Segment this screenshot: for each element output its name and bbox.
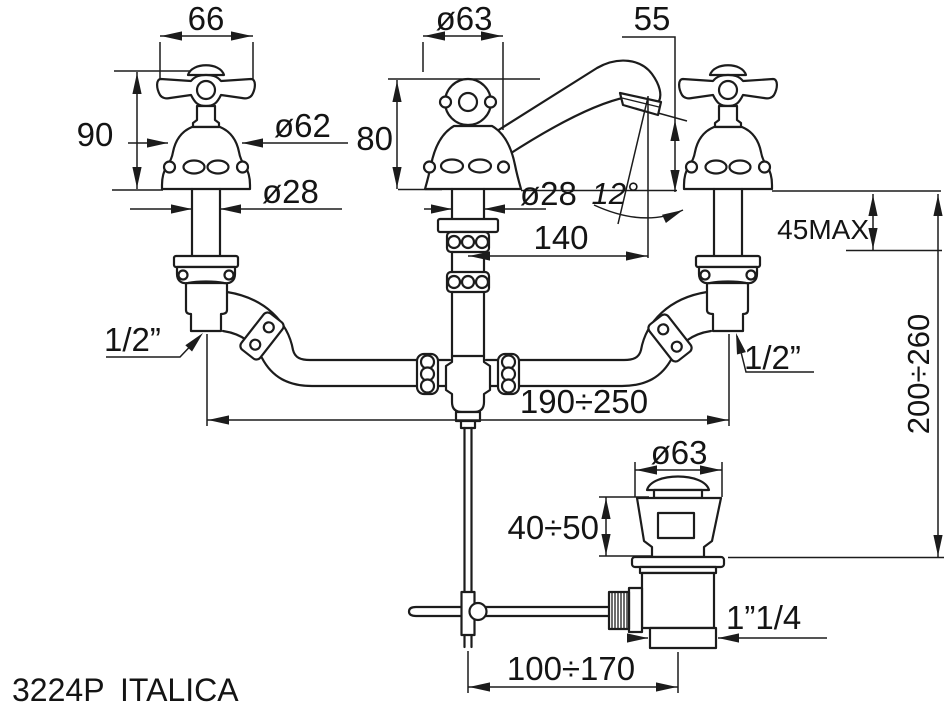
dim-spout-shank-diameter: ø28 xyxy=(520,175,577,212)
cross-fitting xyxy=(444,354,492,414)
dimension-d63-spout: ø63 xyxy=(422,0,504,130)
dim-waste-thread: 1”1/4 xyxy=(726,599,801,636)
dimension-55: 55 xyxy=(622,0,688,192)
left-cross-handle xyxy=(156,64,256,285)
dim-right-inlet: 1/2” xyxy=(744,339,801,376)
waste-plug-cap xyxy=(645,475,711,492)
dim-spout-reach: 140 xyxy=(533,219,588,256)
horizontal-lever xyxy=(407,605,614,618)
waste-body xyxy=(640,571,716,630)
dim-deck-thickness: 45MAX xyxy=(777,214,869,245)
dimension-d62: ø62 xyxy=(128,107,348,148)
dim-hole-spacing: 190÷250 xyxy=(520,383,648,420)
dim-supply-height: 200÷260 xyxy=(901,314,936,434)
right-valve-body xyxy=(705,281,750,333)
center-spout xyxy=(415,59,663,430)
model-name: ITALICA xyxy=(120,672,239,706)
waste-tailpiece xyxy=(648,626,718,650)
dimension-190-250: 190÷250 xyxy=(206,334,730,426)
dimension-100-170: 100÷170 xyxy=(467,650,679,693)
dimension-66: 66 xyxy=(159,0,254,79)
dimension-d63-waste: ø63 xyxy=(634,434,723,497)
dim-handle-height: 90 xyxy=(77,116,114,153)
dimension-80: 80 xyxy=(356,78,540,189)
dim-outlet-height: 55 xyxy=(634,0,671,37)
deck-lines xyxy=(398,188,941,192)
dim-waste-flange-diameter: ø63 xyxy=(651,434,708,471)
dimension-45max: 45MAX xyxy=(777,194,942,252)
dimension-40-50: 40÷50 xyxy=(507,496,651,557)
model-code: 3224P xyxy=(12,672,105,706)
dim-rod-length: 100÷170 xyxy=(507,650,635,687)
ball-joint xyxy=(468,601,488,622)
dim-outlet-angle: 12° xyxy=(592,176,639,211)
left-compression-nut xyxy=(239,311,285,361)
supply-pipes xyxy=(221,290,713,388)
dimension-140: 140 xyxy=(468,219,648,261)
left-valve-body xyxy=(184,281,229,333)
dim-waste-top-height: 40÷50 xyxy=(507,509,599,546)
right-cross-handle xyxy=(678,64,778,285)
title-block: 3224P ITALICA xyxy=(12,672,239,706)
dimension-90: 90 xyxy=(77,70,190,191)
dim-spout-escutcheon-diameter: ø63 xyxy=(436,0,493,37)
dimension-1-1-4: 1”1/4 xyxy=(627,599,827,643)
dim-handle-base-diameter: ø62 xyxy=(274,107,331,144)
dim-handle-shank-diameter: ø28 xyxy=(262,173,319,210)
pop-up-waste xyxy=(607,475,726,650)
dimension-d28-left: ø28 xyxy=(130,173,342,214)
dimension-200-260: 200÷260 xyxy=(728,194,944,559)
dimension-half-inch-left: 1/2” xyxy=(104,321,207,358)
pop-up-rod-and-lever xyxy=(407,426,614,649)
right-compression-nut xyxy=(647,313,693,363)
dimension-d28-center: ø28 xyxy=(424,175,577,214)
dimension-12deg: 12° xyxy=(592,96,685,258)
dim-left-inlet: 1/2” xyxy=(104,321,161,358)
dim-handle-width: 66 xyxy=(188,0,225,37)
dimension-half-inch-right: 1/2” xyxy=(731,331,814,376)
dim-spout-body-height: 80 xyxy=(356,120,393,157)
